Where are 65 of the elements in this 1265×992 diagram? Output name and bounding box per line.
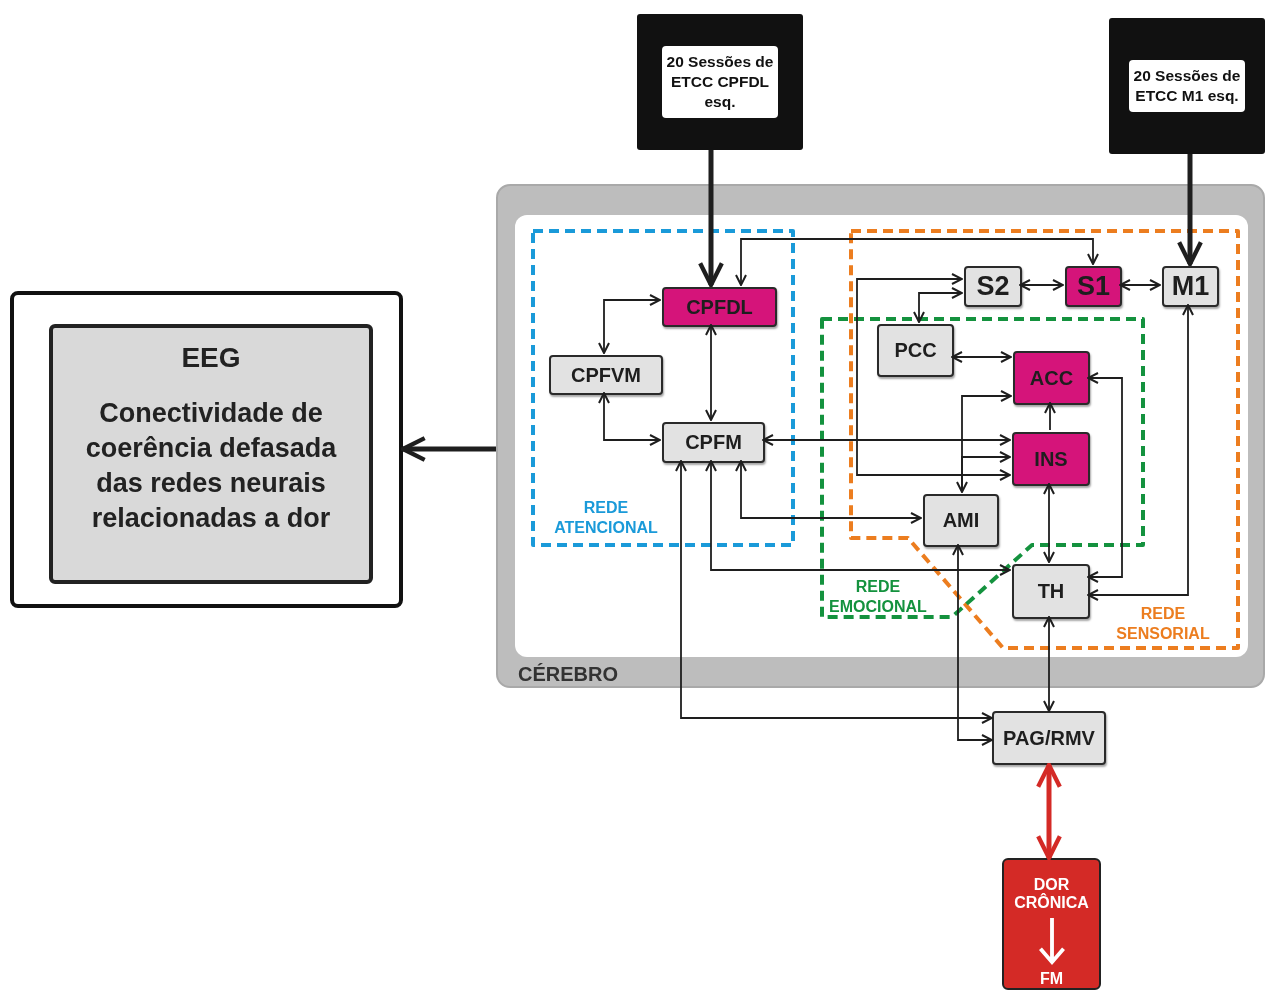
box-label: PCC	[894, 339, 937, 362]
region-label: REDE ATENCIONAL	[553, 498, 659, 538]
box-label: CPFVM	[571, 363, 641, 387]
arrow	[735, 238, 1099, 286]
region-box	[1065, 266, 1122, 307]
panel-heading: EEG	[181, 342, 241, 374]
region-box	[1012, 564, 1090, 619]
container-label: CÉREBRO	[518, 663, 618, 686]
stimulation-box	[637, 14, 803, 150]
region-label: REDE EMOCIONAL	[828, 577, 928, 617]
box-label: CPFDL	[686, 295, 753, 319]
region-box	[662, 422, 765, 463]
arrow	[1119, 279, 1161, 291]
arrow	[1087, 304, 1194, 601]
box-label: S2	[976, 271, 1010, 302]
arrow	[951, 351, 1012, 363]
arrow	[698, 150, 724, 288]
arrow	[913, 287, 963, 323]
box-label: ACC	[1029, 366, 1074, 390]
arrow	[1019, 279, 1064, 291]
session-label: 20 Sessões de ETCC CPFDL esq.	[662, 46, 778, 118]
box-label: CPFM	[685, 431, 742, 454]
region-box	[1012, 432, 1090, 486]
arrow	[1177, 154, 1203, 267]
result-panel	[49, 324, 373, 584]
region-box	[549, 355, 663, 395]
arrow	[1043, 483, 1055, 563]
arrow	[400, 436, 496, 462]
region-box	[1013, 351, 1090, 405]
network-region	[529, 227, 797, 549]
arrow	[956, 390, 1012, 493]
box-label: DOR CRÔNICA	[1013, 876, 1090, 912]
arrow	[952, 544, 993, 746]
outcome-box	[1002, 858, 1101, 990]
box-label: S1	[1077, 271, 1110, 302]
box-label: TH	[1037, 580, 1065, 603]
stimulation-box	[1109, 18, 1265, 154]
session-label: 20 Sessões de ETCC M1 esq.	[1129, 60, 1245, 112]
region-box	[662, 287, 777, 327]
arrow	[705, 324, 717, 421]
arrow	[675, 460, 993, 724]
box-label: FM	[1039, 970, 1064, 988]
region-box	[1162, 266, 1219, 307]
arrow	[598, 294, 661, 354]
arrow	[762, 434, 1011, 446]
arrow	[1043, 616, 1055, 712]
arrow	[735, 460, 922, 524]
arrow	[1036, 762, 1062, 861]
box-label: M1	[1171, 271, 1210, 302]
region-label: REDE SENSORIAL	[1115, 604, 1211, 644]
panel-text: Conectividade de coerência defasada das redes neurais relacionadas a dor	[84, 397, 338, 535]
region-box	[923, 494, 999, 547]
region-box	[964, 266, 1022, 307]
box-label: AMI	[942, 509, 980, 532]
arrow	[598, 392, 661, 446]
brain-container	[496, 184, 1265, 688]
arrow	[856, 273, 1011, 481]
box-label: INS	[1034, 447, 1068, 471]
arrow	[1044, 402, 1056, 431]
outer-frame	[10, 291, 403, 608]
arrow	[705, 460, 1011, 576]
region-box	[877, 324, 954, 377]
box-label: PAG/RMV	[1003, 726, 1095, 750]
arrow	[1087, 372, 1123, 583]
region-box	[992, 711, 1106, 765]
